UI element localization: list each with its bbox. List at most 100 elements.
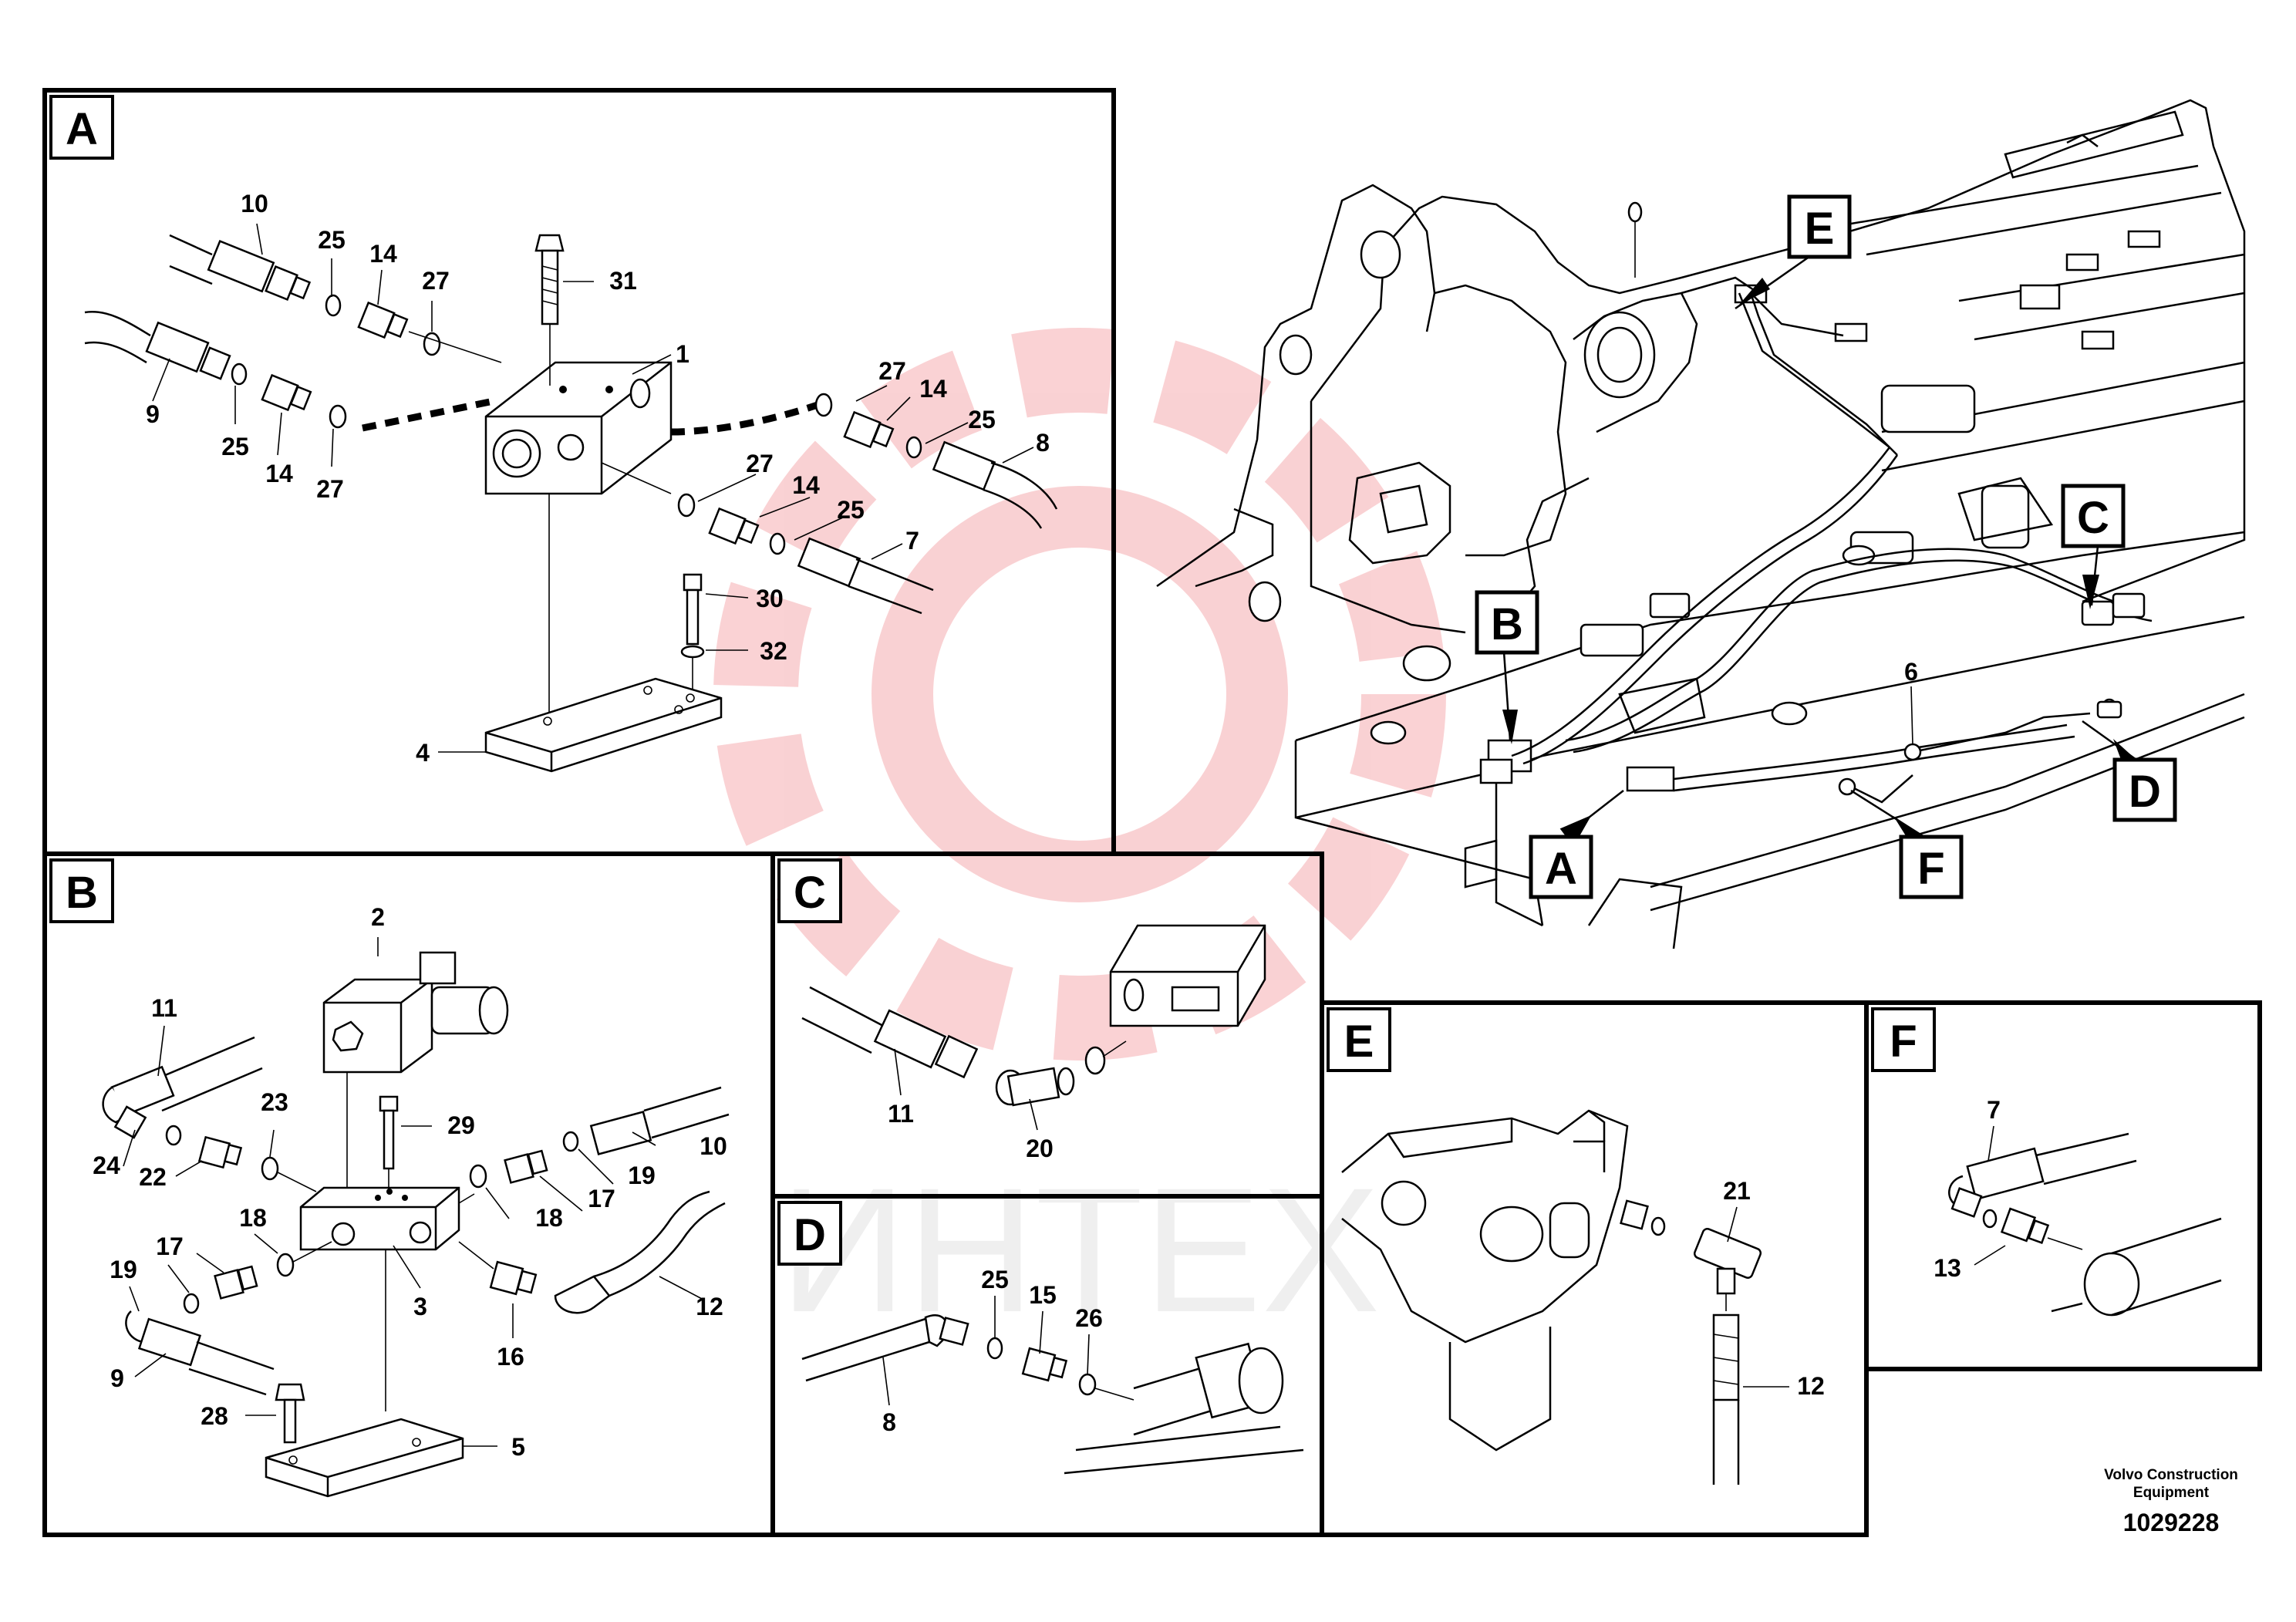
label-f-7: 7 xyxy=(1987,1096,2001,1124)
hose-11 xyxy=(102,1036,263,1139)
lower-chassis xyxy=(1294,477,2245,949)
machine-overview: A B C D E F 6 xyxy=(1156,99,2246,949)
bolt-31 xyxy=(534,234,565,386)
hose-routes xyxy=(1511,276,2153,804)
label-a-8: 8 xyxy=(1036,429,1050,457)
cylinder-f xyxy=(2051,1217,2222,1317)
label-b-18a: 18 xyxy=(535,1204,563,1232)
label-a-32: 32 xyxy=(760,637,787,665)
label-a-1: 1 xyxy=(676,340,689,368)
boom-foot xyxy=(1156,184,1698,682)
fitting-22 xyxy=(197,1135,243,1169)
fitting-14d xyxy=(708,507,760,545)
label-b-9: 9 xyxy=(110,1364,124,1392)
caption-line-1: Volvo Construction xyxy=(2104,1467,2238,1483)
fitting-15 xyxy=(1021,1347,1068,1382)
panel-e: E 21 12 xyxy=(1320,1000,1869,1537)
callout-d: D xyxy=(2129,767,2161,817)
label-a-31: 31 xyxy=(609,267,637,295)
hose-9 xyxy=(84,310,231,380)
callout-f: F xyxy=(1917,844,1944,894)
bolt-30 xyxy=(680,573,705,690)
label-a-25c: 25 xyxy=(968,406,996,433)
callout-c: C xyxy=(2077,493,2109,543)
upper-frame xyxy=(1310,99,2246,634)
watermark-text: ИНТЕХ xyxy=(780,1151,1381,1349)
label-b-23: 23 xyxy=(261,1088,288,1116)
tee-fitting-21 xyxy=(1620,1199,1762,1295)
label-d-15: 15 xyxy=(1029,1281,1057,1309)
valve-block-c xyxy=(1109,924,1266,1027)
cylinder-d xyxy=(1064,1342,1304,1475)
callout-a: A xyxy=(1545,844,1577,894)
label-b-28: 28 xyxy=(201,1402,228,1430)
label-c-20: 20 xyxy=(1026,1135,1054,1162)
panel-a-letter: A xyxy=(66,104,98,154)
label-b-17a: 17 xyxy=(588,1185,615,1212)
hose-12-b xyxy=(554,1190,726,1314)
label-b-18b: 18 xyxy=(239,1204,267,1232)
caption-line-2: Equipment xyxy=(2133,1485,2210,1501)
label-b-5: 5 xyxy=(511,1433,525,1461)
panel-b: B xyxy=(42,851,775,1537)
label-a-7: 7 xyxy=(905,527,919,555)
hose-8 xyxy=(932,440,1058,529)
label-b-22: 22 xyxy=(139,1163,167,1191)
hose-10 xyxy=(169,234,312,302)
label-a-25d: 25 xyxy=(837,496,865,524)
label-a-14a: 14 xyxy=(369,240,397,268)
caption: Volvo Construction Equipment 1029228 xyxy=(2104,1467,2238,1536)
panel-e-letter: E xyxy=(1344,1017,1374,1067)
callouts: A B C D E F 6 xyxy=(1475,194,2177,899)
label-b-29: 29 xyxy=(447,1111,475,1139)
bolt-29 xyxy=(379,1095,399,1192)
label-a-27d: 27 xyxy=(746,450,774,477)
label-b-19b: 19 xyxy=(110,1256,137,1283)
hose-8-d xyxy=(801,1314,969,1382)
label-b-2: 2 xyxy=(371,903,385,931)
label-d-8: 8 xyxy=(882,1408,896,1436)
label-b-17b: 17 xyxy=(156,1233,184,1260)
label-b-19a: 19 xyxy=(628,1162,656,1189)
label-a-9: 9 xyxy=(146,400,160,428)
watermark: ИНТЕХ xyxy=(713,328,1446,1349)
label-b-12: 12 xyxy=(696,1293,723,1320)
label-a-14d: 14 xyxy=(792,471,820,499)
hose-7-f xyxy=(1948,1132,2137,1218)
panel-c-letter: C xyxy=(794,868,826,918)
panel-a: A xyxy=(42,88,1116,856)
control-valve-e xyxy=(1341,1109,1629,1452)
label-b-10: 10 xyxy=(700,1132,727,1160)
watermark-gear-icon xyxy=(713,328,1446,1061)
label-b-11: 11 xyxy=(151,994,177,1022)
panel-b-letter: B xyxy=(66,868,98,918)
fitting-16 xyxy=(489,1260,538,1296)
label-c-11: 11 xyxy=(888,1100,914,1128)
label-a-14b: 14 xyxy=(265,460,293,487)
mounting-plate-4 xyxy=(484,677,723,773)
hose-7 xyxy=(797,537,934,615)
label-a-10: 10 xyxy=(241,190,268,218)
fitting-14a xyxy=(357,301,409,339)
label-d-26: 26 xyxy=(1075,1304,1103,1332)
fitting-17b xyxy=(504,1149,548,1184)
label-e-12: 12 xyxy=(1797,1372,1825,1400)
hose-10-b xyxy=(589,1086,730,1155)
valve-block-3 xyxy=(299,1186,460,1251)
hose-11-c xyxy=(801,986,979,1079)
hose-9-b xyxy=(125,1310,275,1396)
label-a-27b: 27 xyxy=(316,475,344,503)
fitting-17a xyxy=(214,1265,258,1300)
label-a-27c: 27 xyxy=(878,357,906,385)
fitting-14c xyxy=(843,410,895,449)
hose-12-e xyxy=(1712,1313,1740,1485)
fitting-13 xyxy=(2000,1207,2050,1244)
valve-block-1 xyxy=(484,361,673,495)
label-b-3: 3 xyxy=(413,1293,427,1320)
fitting-14b xyxy=(261,373,312,412)
callout-e: E xyxy=(1805,204,1835,254)
label-a-25b: 25 xyxy=(221,433,249,460)
label-b-24: 24 xyxy=(93,1152,120,1179)
panel-f: F 7 13 xyxy=(1864,1000,2262,1371)
